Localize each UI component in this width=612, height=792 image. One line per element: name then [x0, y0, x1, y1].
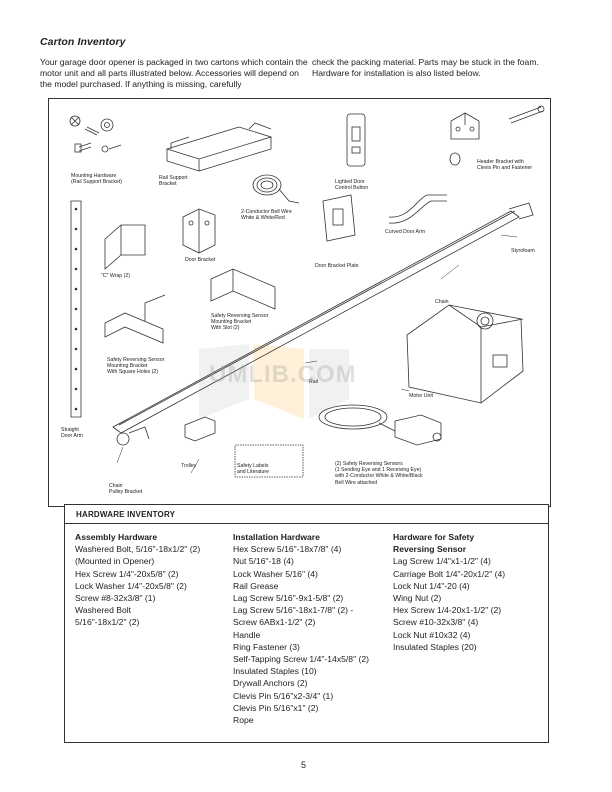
label-motor-unit: Motor Unit: [409, 393, 433, 399]
label-curved-arm: Curved Door Arm: [385, 229, 426, 235]
rail-drawing: [112, 210, 520, 434]
list-item: Screw #8-32x3/8" (1): [75, 593, 156, 604]
inventory-header: HARDWARE INVENTORY: [65, 505, 548, 524]
label-trolley: Trolley: [181, 463, 197, 469]
srs-slot-bracket-drawing: [210, 268, 276, 310]
mounting-hardware-drawing: [69, 115, 122, 153]
header-bracket-drawing: [450, 112, 480, 140]
list-item: Lag Screw 5/16"-9x1-5/8" (2): [233, 593, 344, 604]
list-item: Wing Nut (2): [393, 593, 442, 604]
list-item: Hex Screw 1/4"-20x5/8" (2): [75, 568, 179, 579]
safety-sensors-drawing: [318, 404, 442, 446]
list-item: Drywall Anchors (2): [233, 678, 308, 689]
list-item: 5/16"-18x1/2" (2): [75, 617, 140, 628]
motor-unit-drawing: [406, 304, 524, 404]
list-item: Hex Screw 1/4-20x1-1/2" (2): [393, 605, 502, 616]
label-door-bracket-plate: Door Bracket Plate: [315, 263, 359, 269]
list-item: Clevis Pin 5/16"x1" (2): [233, 702, 319, 713]
bell-wire-drawing: [252, 174, 300, 204]
page-number: 5: [301, 760, 307, 770]
installation-hardware-column: Installation Hardware Hex Screw 5/16"-18…: [233, 531, 369, 726]
list-item: Carriage Bolt 1/4"-20x1/2" (4): [393, 568, 506, 579]
list-item: Rail Grease: [233, 580, 279, 591]
label-lighted-button: Lighted Door Control Button: [335, 179, 369, 192]
list-item: Screw 6ABx1-1/2" (2): [233, 617, 316, 628]
parts-drawing: [69, 105, 545, 478]
list-item: Nut 5/16"-18 (4): [233, 556, 294, 567]
list-item: Lock Nut #10x32 (4): [393, 629, 471, 640]
label-c-wrap: "C" Wrap (2): [101, 273, 130, 279]
list-item: (Mounted in Opener): [75, 556, 155, 567]
label-rail-support-bracket: Rail Support Bracket: [159, 175, 188, 188]
intro-text-left: Your garage door opener is packaged in t…: [40, 57, 308, 89]
list-item: Screw #10-32x3/8" (4): [393, 617, 479, 628]
label-straight-arm: Straight Door Arm: [61, 427, 83, 440]
list-item: Lock Nut 1/4"-20 (4): [393, 580, 470, 591]
hardware-inventory-box: HARDWARE INVENTORY Assembly Hardware Was…: [64, 504, 549, 743]
door-bracket-plate-drawing: [322, 194, 356, 242]
inventory-title: HARDWARE INVENTORY: [76, 510, 176, 519]
c-wrap-drawing: [104, 224, 146, 270]
list-item: Handle: [233, 629, 261, 640]
label-mounting-hardware: Mounting Hardware (Rail Support Bracket): [71, 173, 123, 186]
trolley-drawing: [184, 416, 216, 442]
page-title: Carton Inventory: [40, 36, 126, 48]
door-button-drawing: [346, 113, 366, 167]
list-item: Lag Screw 1/4"x1-1/2" (4): [393, 556, 491, 567]
label-bell-wire: 2-Conductor Bell Wire White & White/Red: [241, 209, 292, 222]
watermark: UMLIB.COM: [209, 361, 357, 388]
list-item: Hex Screw 5/16"-18x7/8" (4): [233, 544, 342, 555]
curved-arm-drawing: [388, 194, 447, 224]
chain-pulley-drawing: [116, 432, 130, 446]
label-safety-sensors: (2) Safety Reversing Sensors (1 Sending …: [335, 461, 423, 486]
label-chain-pulley: Chain Pulley Bracket: [109, 483, 143, 496]
column-heading: Assembly Hardware: [75, 532, 158, 542]
parts-illustration: Mounting Hardware (Rail Support Bracket)…: [48, 98, 551, 507]
list-item: Lag Screw 5/16"-18x1-7/8" (2) -: [233, 605, 354, 616]
list-item: Self-Tapping Screw 1/4"-14x5/8" (2): [233, 654, 370, 665]
label-srs-slot: Safety Reversing Sensor Mounting Bracket…: [211, 313, 269, 332]
assembly-hardware-column: Assembly Hardware Washered Bolt, 5/16"-1…: [75, 531, 200, 629]
list-item: Clevis Pin 5/16"x2-3/4" (1): [233, 690, 334, 701]
label-header-bracket: Header Bracket with Clevis Pin and Faste…: [477, 159, 533, 172]
srs-square-bracket-drawing: [104, 294, 166, 344]
door-bracket-drawing: [182, 208, 216, 254]
safety-sensor-hardware-column: Hardware for Safety Reversing Sensor Lag…: [393, 531, 505, 653]
safety-labels-drawing: [234, 444, 304, 478]
list-item: Ring Fastener (3): [233, 641, 300, 652]
list-item: Insulated Staples (20): [393, 641, 477, 652]
label-door-bracket: Door Bracket: [185, 257, 216, 263]
column-heading-line-2: Reversing Sensor: [393, 544, 467, 555]
list-item: Insulated Staples (10): [233, 666, 317, 677]
label-chain: Chain: [435, 299, 449, 305]
list-item: Washered Bolt: [75, 605, 132, 616]
intro-text-right: check the packing material. Parts may be…: [312, 57, 539, 78]
list-item: Lock Washer 1/4"-20x5/8" (2): [75, 580, 187, 591]
straight-arm-drawing: [70, 200, 82, 418]
column-heading: Installation Hardware: [233, 532, 320, 542]
list-item: Washered Bolt, 5/16"-18x1/2" (2): [75, 544, 201, 555]
column-heading: Hardware for Safety: [393, 532, 475, 542]
label-styrofoam: Styrofoam: [511, 248, 535, 254]
label-safety-labels: Safety Labels and Literature: [237, 463, 270, 476]
label-srs-square: Safety Reversing Sensor Mounting Bracket…: [107, 357, 165, 376]
list-item: Lock Washer 5/16" (4): [233, 568, 318, 579]
list-item: Rope: [233, 715, 254, 726]
rail-support-bracket-drawing: [165, 126, 273, 172]
label-rail: Rail: [309, 379, 318, 385]
